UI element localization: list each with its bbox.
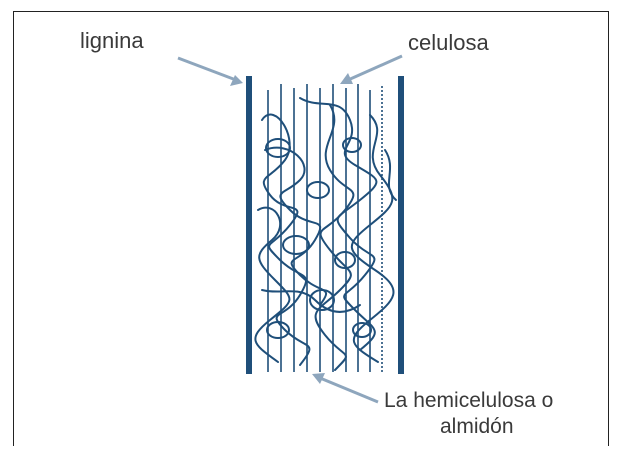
celulosa-label: celulosa — [408, 30, 489, 56]
hemicellulose-strand — [385, 150, 396, 200]
hemicelulosa-label-line1: La hemicelulosa o — [384, 388, 553, 413]
pointer-arrows — [178, 56, 402, 402]
lignina-arrowhead — [230, 75, 243, 86]
hemicelulosa-arrow — [320, 378, 378, 402]
hemicellulose-loop — [307, 182, 329, 198]
hemicellulose-loop — [353, 323, 371, 337]
lignina-arrow — [178, 58, 236, 80]
celulosa-arrow — [348, 56, 402, 80]
hemicelulosa-label-line2: almidón — [440, 414, 514, 439]
lignina-label: lignina — [80, 28, 144, 54]
hemicellulose-strands — [255, 98, 396, 370]
hemicellulose-loop — [283, 236, 309, 254]
